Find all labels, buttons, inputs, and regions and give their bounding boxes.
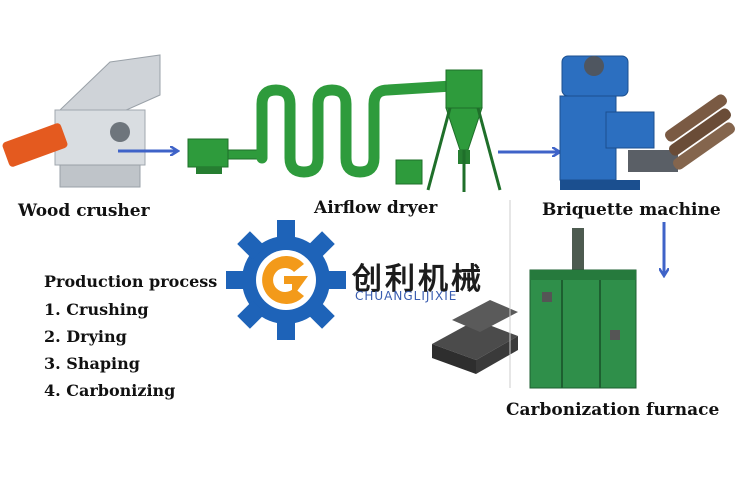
airflow-dryer-machine <box>256 80 480 178</box>
process-step-3: 3. Shaping <box>44 354 140 373</box>
label-briquette-machine: Briquette machine <box>542 200 721 220</box>
charcoal-pile <box>432 300 518 374</box>
process-title: Production process <box>44 272 218 291</box>
carbonization-furnace <box>529 228 637 389</box>
briquette-machine <box>559 55 678 190</box>
wood-crusher-machine <box>2 54 161 188</box>
gear-logo-icon <box>226 220 346 340</box>
briquette-logs <box>665 94 735 170</box>
screw-feeder <box>187 138 265 174</box>
brand-name-chinese: 创利机械 <box>352 262 484 297</box>
label-carbonization-furnace: Carbonization furnace <box>506 400 720 420</box>
brand-name-english: CHUANGLIJIXIE <box>355 289 458 303</box>
label-airflow-dryer: Airflow dryer <box>314 198 438 218</box>
production-process-list: Production process 1. Crushing 2. Drying… <box>44 272 217 404</box>
process-step-1: 1. Crushing <box>44 300 149 319</box>
label-wood-crusher: Wood crusher <box>18 201 150 221</box>
process-step-2: 2. Drying <box>44 327 127 346</box>
cyclone-separator <box>395 69 502 192</box>
process-step-4: 4. Carbonizing <box>44 381 176 400</box>
